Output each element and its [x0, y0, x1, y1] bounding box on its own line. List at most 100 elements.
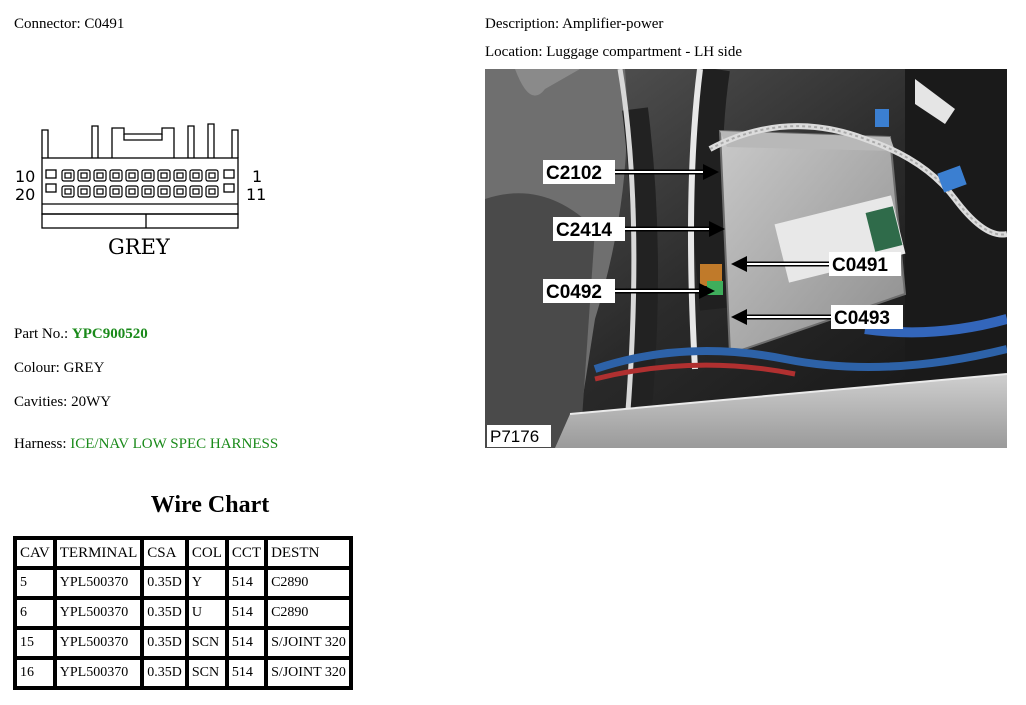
connector-colour-label: GREY	[108, 235, 171, 259]
cell-destn: S/JOINT 320	[266, 628, 351, 658]
description-value: Amplifier-power	[562, 16, 664, 32]
cavity-terminal	[80, 188, 88, 195]
cell-csa: 0.35D	[142, 598, 187, 628]
callout-c2102: C2102	[543, 160, 719, 184]
cavity-terminal	[208, 172, 216, 179]
cavity-cell	[189, 169, 203, 182]
cavity-cell	[205, 169, 219, 182]
connector-line: Connector: C0491	[14, 15, 124, 33]
header-csa: CSA	[142, 538, 187, 568]
header-col: COL	[186, 538, 227, 568]
cavity-cell	[61, 169, 75, 182]
cell-col: Y	[186, 568, 227, 598]
wire-chart-table: CAV TERMINAL CSA COL CCT DESTN 5 YPL5003…	[13, 536, 353, 690]
part-no-label: Part No.:	[14, 326, 69, 342]
cell-destn: S/JOINT 320	[266, 658, 351, 688]
cavity-cell	[189, 185, 203, 198]
cavity-terminal	[176, 188, 184, 195]
cavity-cell	[173, 169, 187, 182]
cell-cct: 514	[226, 568, 267, 598]
cavity-terminal	[144, 188, 152, 195]
cell-csa: 0.35D	[142, 628, 187, 658]
harness-line: Harness: ICE/NAV LOW SPEC HARNESS	[14, 435, 278, 453]
cell-destn: C2890	[266, 568, 351, 598]
table-row: 16 YPL500370 0.35D SCN 514 S/JOINT 320	[15, 658, 351, 688]
wire-chart-header-row: CAV TERMINAL CSA COL CCT DESTN	[15, 538, 351, 568]
pin-label-20: 20	[15, 185, 35, 204]
wire-chart-title: Wire Chart	[150, 492, 270, 518]
cavity-cell	[157, 185, 171, 198]
cavity-terminal	[80, 172, 88, 179]
header-cav: CAV	[15, 538, 55, 568]
location-label: Location:	[485, 44, 543, 60]
harness-label: Harness:	[14, 436, 67, 452]
callout-c0493: C0493	[731, 305, 903, 329]
cavity-terminal	[208, 188, 216, 195]
cell-csa: 0.35D	[142, 568, 187, 598]
cavity-cell	[93, 169, 107, 182]
cell-terminal: YPL500370	[54, 628, 143, 658]
callout-c0493-label: C0493	[834, 308, 890, 329]
cavity-cell	[61, 185, 75, 198]
connector-pinout-diagram: 10 20 1 11 GREY	[15, 123, 266, 259]
location-value: Luggage compartment - LH side	[546, 44, 743, 60]
callout-c0492: C0492	[543, 279, 715, 303]
cavities-value: 20WY	[71, 394, 112, 410]
callout-c2102-label: C2102	[546, 163, 602, 184]
cavity-terminal	[160, 188, 168, 195]
cavity-cell	[141, 169, 155, 182]
pin-label-10: 10	[15, 167, 35, 186]
cavity-cell	[77, 169, 91, 182]
colour-value: GREY	[63, 360, 105, 376]
cavity-cell	[157, 169, 171, 182]
cell-terminal: YPL500370	[54, 568, 143, 598]
cavity-cell	[173, 185, 187, 198]
cavity-terminal	[128, 172, 136, 179]
cavity-terminal	[128, 188, 136, 195]
description-line: Description: Amplifier-power	[485, 15, 663, 33]
cavity-cell	[109, 185, 123, 198]
cell-cav: 6	[15, 598, 55, 628]
cavity-cell	[109, 169, 123, 182]
part-no-value: YPC900520	[71, 326, 148, 342]
photo-reference-label: P7176	[490, 427, 539, 446]
cell-cct: 514	[226, 628, 267, 658]
cell-col: SCN	[186, 628, 227, 658]
cavity-cell	[141, 185, 155, 198]
pin-label-1: 1	[252, 167, 262, 186]
callout-c2414: C2414	[553, 217, 725, 241]
connector-label: Connector:	[14, 16, 81, 32]
cell-cav: 5	[15, 568, 55, 598]
colour-label: Colour:	[14, 360, 60, 376]
header-destn: DESTN	[266, 538, 351, 568]
connector-location-photo: C2102 C2414 C0491 C0492 C0493 P7176	[485, 69, 1007, 448]
cavity-cell	[77, 185, 91, 198]
cavity-terminal	[160, 172, 168, 179]
cavity-terminal	[112, 172, 120, 179]
header-cct: CCT	[226, 538, 267, 568]
callout-c0492-label: C0492	[546, 282, 602, 303]
cavity-terminal	[96, 188, 104, 195]
callout-c2414-label: C2414	[556, 220, 612, 241]
cavity-terminal	[144, 172, 152, 179]
cavity-terminal	[192, 188, 200, 195]
location-line: Location: Luggage compartment - LH side	[485, 43, 742, 61]
cavities-label: Cavities:	[14, 394, 68, 410]
cell-col: SCN	[186, 658, 227, 688]
cavities-line: Cavities: 20WY	[14, 393, 111, 411]
callout-c0491: C0491	[731, 252, 901, 276]
cavity-terminal	[96, 172, 104, 179]
cell-terminal: YPL500370	[54, 598, 143, 628]
connector-value: C0491	[84, 16, 125, 32]
cavity-cell	[93, 185, 107, 198]
cell-cav: 16	[15, 658, 55, 688]
description-label: Description:	[485, 16, 560, 32]
cell-cav: 15	[15, 628, 55, 658]
header-terminal: TERMINAL	[54, 538, 143, 568]
cell-col: U	[186, 598, 227, 628]
cavity-cell	[205, 185, 219, 198]
callout-c0491-label: C0491	[832, 255, 888, 276]
cell-terminal: YPL500370	[54, 658, 143, 688]
table-row: 5 YPL500370 0.35D Y 514 C2890	[15, 568, 351, 598]
cavity-terminal	[176, 172, 184, 179]
